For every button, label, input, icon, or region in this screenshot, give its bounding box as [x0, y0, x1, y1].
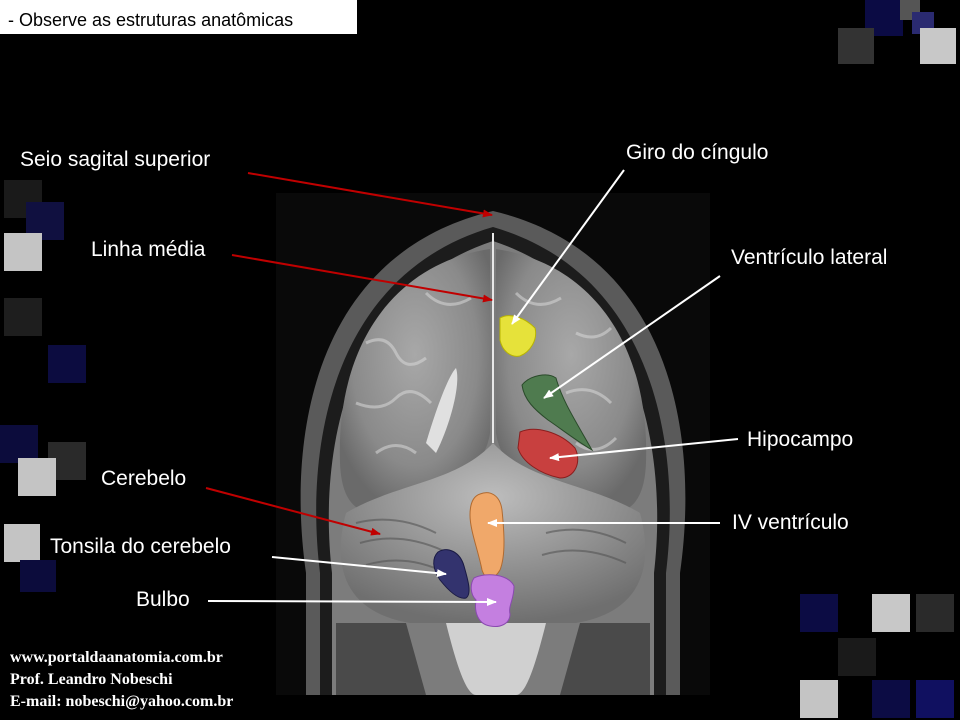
decor-square [4, 233, 42, 271]
ventriculo-lateral-highlight [521, 374, 594, 452]
arrow-giro-cingulo [511, 169, 625, 325]
decor-square [4, 524, 40, 562]
decor-square [18, 458, 56, 496]
credits-site: www.portaldaanatomia.com.br [10, 649, 223, 666]
label-cerebelo: Cerebelo [101, 467, 187, 490]
mri-coronal-image [276, 193, 710, 695]
label-ventriculo-lateral: Ventrículo lateral [731, 246, 888, 269]
credits-author: Prof. Leandro Nobeschi [10, 671, 173, 688]
label-giro-cingulo: Giro do cíngulo [626, 141, 769, 164]
label-seio-sagital: Seio sagital superior [20, 148, 211, 171]
label-bulbo: Bulbo [136, 588, 190, 611]
label-hipocampo: Hipocampo [747, 428, 854, 451]
arrow-seio-sagital [247, 172, 493, 218]
decor-square [800, 594, 838, 632]
bulbo-highlight [470, 574, 515, 627]
decor-square [0, 425, 38, 463]
decor-square [48, 345, 86, 383]
decor-square [4, 298, 42, 336]
decor-square [916, 680, 954, 718]
label-tonsila: Tonsila do cerebelo [50, 535, 231, 558]
decor-square [20, 560, 56, 592]
decor-square [838, 28, 874, 64]
decor-square [800, 680, 838, 718]
slide-title: - Observe as estruturas anatômicas [8, 10, 294, 30]
iv-ventriculo-highlight [469, 492, 505, 579]
arrow-tonsila [271, 556, 447, 578]
arrow-ventriculo-lateral [543, 275, 721, 399]
label-linha-media: Linha média [91, 238, 206, 261]
arrow-linha-media [231, 254, 493, 303]
decor-square [920, 28, 956, 64]
decor-square [838, 638, 876, 676]
slide-header: - Observe as estruturas anatômicas [0, 0, 357, 34]
arrow-hipocampo [549, 438, 739, 462]
decor-square [872, 680, 910, 718]
giro-cingulo-highlight [499, 315, 537, 357]
hipocampo-highlight [517, 428, 579, 479]
arrow-bulbo [207, 597, 497, 606]
label-iv-ventriculo: IV ventrículo [732, 511, 849, 534]
credits-email: E-mail: nobeschi@yahoo.com.br [10, 693, 234, 710]
decor-square [872, 594, 910, 632]
arrow-cerebelo [205, 487, 381, 536]
decor-square [916, 594, 954, 632]
credits-block: www.portaldaanatomia.com.br Prof. Leandr… [10, 647, 233, 713]
tonsila-highlight [433, 549, 470, 599]
